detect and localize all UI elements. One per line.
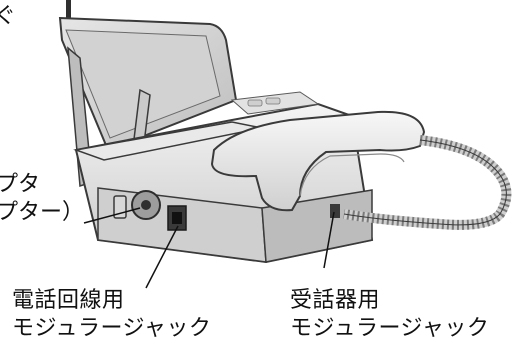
callout-phone-line-jack-line2: モジュラージャック [12, 316, 212, 341]
tilted-back-panel [58, 16, 238, 188]
phone-line-jack-leader-line [145, 225, 179, 289]
handset-jack-leader-line [323, 211, 335, 269]
handset [210, 110, 426, 212]
callout-adapter-line2: プター） [0, 200, 85, 225]
adapter-leader-line [83, 207, 141, 224]
phone-line-jack [167, 205, 187, 231]
callout-handset-jack-line2: モジュラージャック [290, 316, 490, 341]
callout-handset-jack-line1: 受話器用 [290, 288, 381, 313]
adapter-jack [113, 190, 161, 220]
coiled-cord [343, 135, 512, 230]
leader-lines [83, 207, 335, 289]
callout-top-left-fragment: ぐ [0, 4, 17, 29]
antenna [66, 0, 71, 30]
handset-jack [330, 204, 340, 218]
callout-phone-line-jack-line1: 電話回線用 [12, 288, 125, 313]
callout-adapter-line1: プタ [0, 172, 41, 197]
